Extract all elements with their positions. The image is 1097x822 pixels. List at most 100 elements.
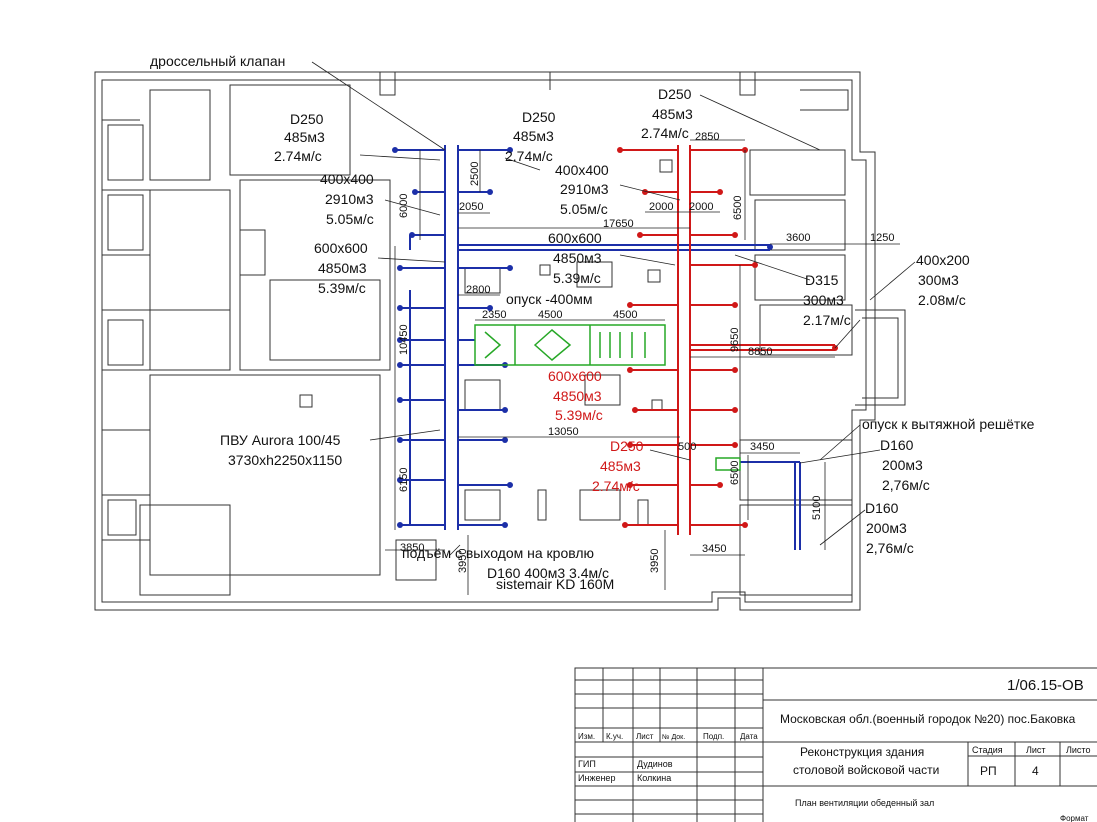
duct-c2-size: 400x400 [555,162,609,178]
duct-c5-flow: 485м3 [600,458,641,474]
dim-6000: 6000 [398,194,410,218]
duct-e1-speed: 2.74м/с [641,125,689,141]
dim-3850: 3850 [400,542,424,554]
role-gip: ГИП [578,759,596,769]
duct-c5-speed: 2.74м/с [592,478,640,494]
duct-w3-size: 600x600 [314,240,368,256]
dim-3950a: 3950 [457,549,469,573]
duct-c3-flow: 4850м3 [553,250,602,266]
location: Московская обл.(военный городок №20) пос… [780,712,1076,726]
dim-4500a: 4500 [538,309,562,321]
pvu-size: 3730xh2250x1150 [228,452,342,468]
dim-2800: 2800 [466,284,490,296]
dim-10450: 10450 [398,324,410,355]
stage-value: РП [980,764,997,778]
duct-c1-flow: 485м3 [513,128,554,144]
dim-13050: 13050 [548,426,579,438]
name-engineer: Колкина [637,773,671,783]
name-gip: Дудинов [637,759,673,769]
hdr-data: Дата [740,732,758,741]
duct-e5-flow: 200м3 [866,520,907,536]
hdr-doc: № Док. [662,734,685,741]
duct-c3-size: 600x600 [548,230,602,246]
duct-w2-speed: 5.05м/с [326,211,374,227]
sheets-label: Листо [1066,745,1090,755]
duct-c2-flow: 2910м3 [560,181,609,197]
dim-6500b: 6500 [729,461,741,485]
dim-6500: 6500 [732,196,744,220]
duct-w3-flow: 4850м3 [318,260,367,276]
title-block [574,667,1097,822]
ahu-unit [474,324,741,471]
hdr-list: Лист [636,732,654,741]
exhaust-ducts [620,145,835,535]
duct-e2-flow: 300м3 [803,292,844,308]
sheet-label: Лист [1026,745,1046,755]
duct-e2-size: D315 [805,272,839,288]
duct-e3-flow: 300м3 [918,272,959,288]
plan-title: План вентиляции обеденный зал [795,798,934,808]
duct-c5-size: D250 [610,438,644,454]
hdr-kuch: К.уч. [606,732,623,741]
duct-w2-flow: 2910м3 [325,191,374,207]
duct-e3-speed: 2.08м/с [918,292,966,308]
dim-2850: 2850 [695,131,719,143]
hdr-izm: Изм. [578,732,595,741]
drop-grille-label: опуск к вытяжной решётке [862,416,1035,432]
pvu-model: ПВУ Aurora 100/45 [220,432,341,448]
dim-8850: 8850 [748,346,772,358]
dim-2500: 2500 [469,162,481,186]
duct-e5-size: D160 [865,500,899,516]
dimension-texts: 2500 2050 6000 2850 2000 2000 6500 17650… [398,131,894,573]
project-line2: столовой войсковой части [793,763,939,777]
fan-model-label: sistemair KD 160M [496,576,614,592]
duct-e5-speed: 2,76м/с [866,540,914,556]
building-walls [94,71,906,611]
dim-1250: 1250 [870,232,894,244]
dim-4500b: 4500 [613,309,637,321]
duct-e3-size: 400x200 [916,252,970,268]
stage-label: Стадия [972,745,1003,755]
format-label: Формат [1060,814,1089,822]
duct-c4-size: 600x600 [548,368,602,384]
dim-2350: 2350 [482,309,506,321]
title-block-text: 1/06.15-ОВ Московская обл.(военный город… [578,677,1090,822]
supply-diffusers [392,147,773,528]
duct-w1-flow: 485м3 [284,129,325,145]
dim-5100: 5100 [811,496,823,520]
text-labels: дроссельный клапан D250 485м3 2.74м/с 40… [150,53,1035,592]
dim-17650: 17650 [603,218,634,230]
dimension-lines [385,139,900,595]
dim-2050: 2050 [459,201,483,213]
dim-3450a: 3450 [750,441,774,453]
duct-c1-speed: 2.74м/с [505,148,553,164]
supply-ducts [395,145,801,550]
dim-9650: 9650 [729,328,741,352]
duct-c2-speed: 5.05м/с [560,201,608,217]
dim-6150: 6150 [398,468,410,492]
hdr-podp: Подп. [703,732,724,741]
duct-w2-size: 400x400 [320,171,374,187]
dim-2000a: 2000 [649,201,673,213]
leader-lines [311,61,916,556]
duct-c3-speed: 5.39м/с [553,270,601,286]
sheet-value: 4 [1032,764,1039,778]
duct-e1-flow: 485м3 [652,106,693,122]
duct-e4-speed: 2,76м/с [882,477,930,493]
duct-w1-speed: 2.74м/с [274,148,322,164]
duct-c4-flow: 4850м3 [553,388,602,404]
doc-code: 1/06.15-ОВ [1007,677,1084,694]
roof-label: подъём с выходом на кровлю [402,545,594,561]
throttle-valve-label: дроссельный клапан [150,53,285,69]
duct-e4-size: D160 [880,437,914,453]
duct-c4-speed: 5.39м/с [555,407,603,423]
dim-3950b: 3950 [649,549,661,573]
drop-400-label: опуск -400мм [506,291,593,307]
dim-3450b: 3450 [702,543,726,555]
fan-flow-label: D160 400м3 3.4м/с [487,565,609,581]
role-engineer: Инженер [578,773,615,783]
duct-e1-size: D250 [658,86,692,102]
dim-2000b: 2000 [689,201,713,213]
duct-e4-flow: 200м3 [882,457,923,473]
